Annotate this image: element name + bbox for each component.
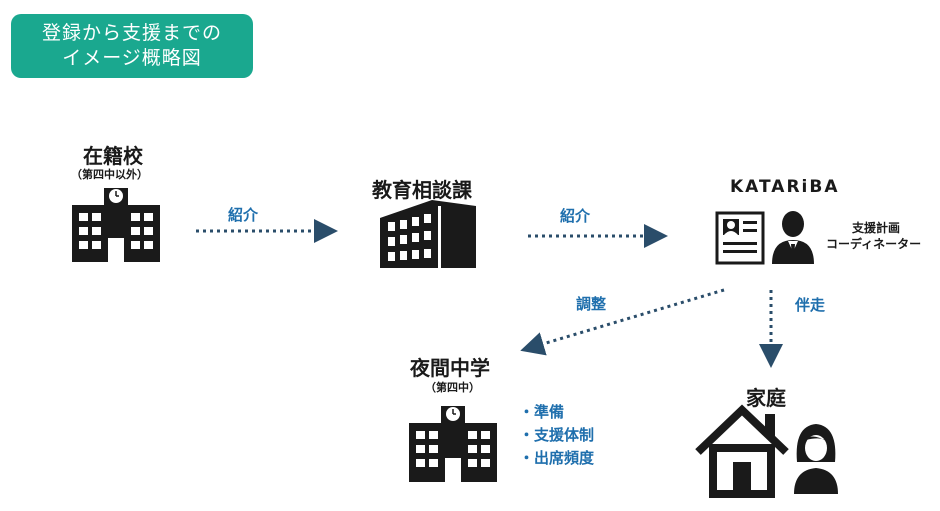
- support-list: ・準備 ・支援体制 ・出席頻度: [519, 401, 594, 470]
- office-label: 教育相談課: [372, 178, 472, 202]
- edge-label-adjust: 調整: [576, 295, 607, 313]
- person-icon: [772, 211, 814, 264]
- school-building-icon: [409, 406, 497, 482]
- school-label: 在籍校: [83, 144, 143, 168]
- support-item: ・支援体制: [519, 426, 595, 444]
- house-icon: [695, 404, 789, 498]
- office-building-icon: [380, 200, 476, 268]
- arrow-katariba-to-night-school: [520, 288, 725, 356]
- coordinator-label-2: コーディネーター: [826, 237, 922, 251]
- school-building-icon: [72, 188, 160, 262]
- edge-label-accompany: 伴走: [795, 296, 826, 314]
- katariba-logo: KATARiBA: [730, 177, 840, 197]
- title-badge: 登録から支援までの イメージ概略図: [11, 14, 253, 78]
- edge-label-office-katariba: 紹介: [560, 207, 591, 225]
- support-item: ・出席頻度: [519, 449, 595, 467]
- family-label: 家庭: [746, 386, 786, 410]
- support-item: ・準備: [519, 403, 565, 421]
- document-icon: [715, 211, 765, 265]
- coordinator-label-1: 支援計画: [852, 221, 901, 235]
- night-school-label: 夜間中学: [410, 356, 490, 380]
- night-school-sublabel: （第四中）: [425, 381, 480, 394]
- edge-label-school-office: 紹介: [228, 206, 259, 224]
- woman-icon: [794, 424, 838, 494]
- title-line-1: 登録から支援までの: [41, 22, 222, 44]
- school-sublabel: （第四中以外）: [71, 168, 148, 181]
- title-line-2: イメージ概略図: [62, 47, 202, 69]
